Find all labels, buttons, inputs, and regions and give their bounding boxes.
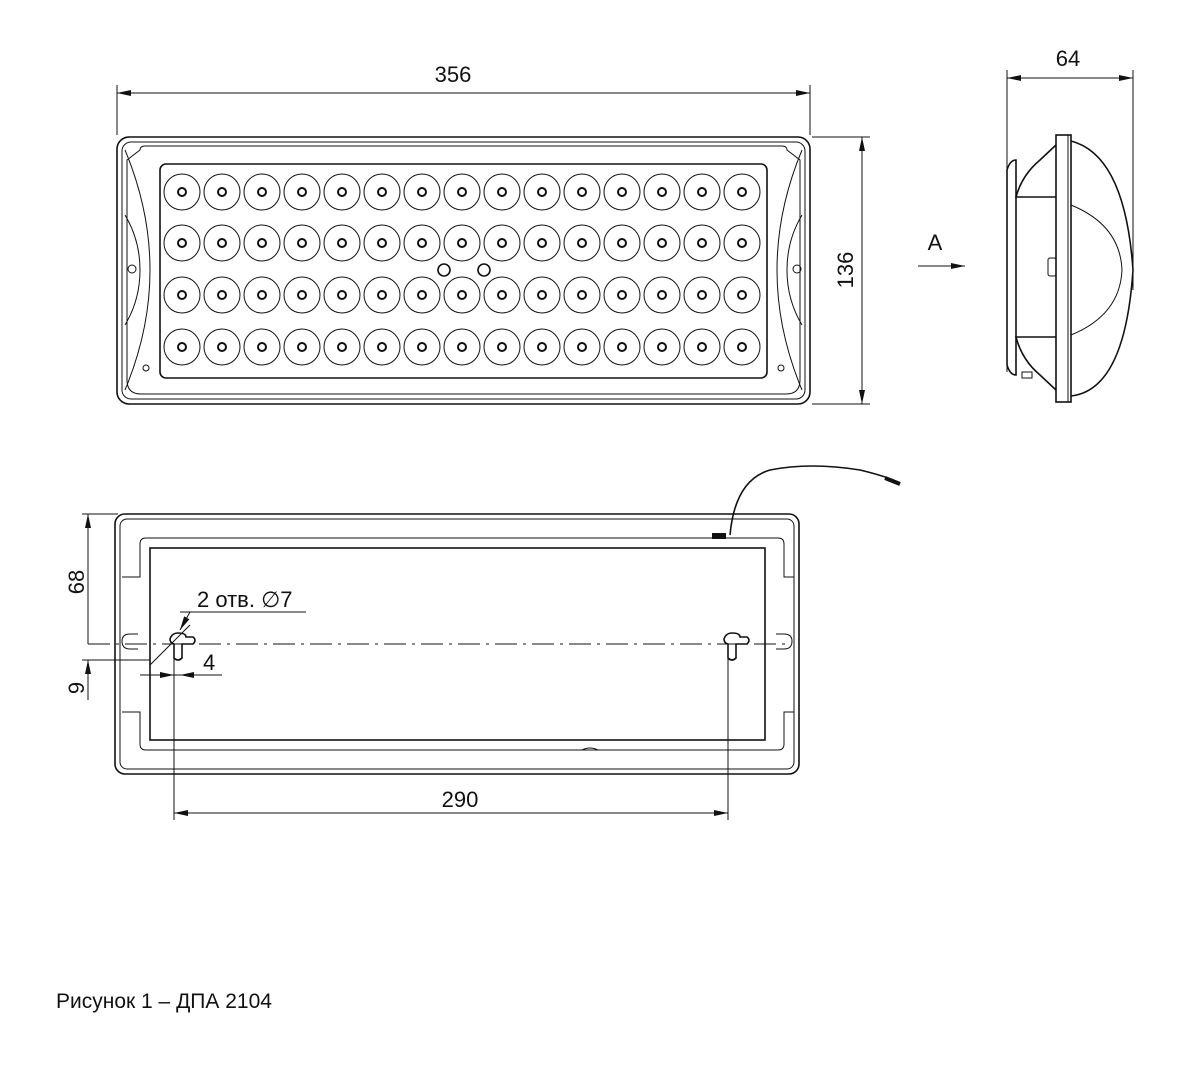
- led-icon: [323, 224, 361, 262]
- holes-note: 2 отв. ∅7: [197, 587, 293, 612]
- led-icon: [483, 328, 521, 366]
- led-icon: [523, 173, 561, 211]
- led-icon: [443, 276, 481, 314]
- led-icon: [363, 173, 401, 211]
- side-frame: [1055, 134, 1072, 403]
- slot-offset-dimension: 9: [64, 682, 89, 694]
- led-icon: [563, 173, 601, 211]
- led-icon: [523, 224, 561, 262]
- led-icon: [243, 276, 281, 314]
- housing-outline: [116, 136, 811, 405]
- led-icon: [203, 173, 241, 211]
- led-icon: [203, 328, 241, 366]
- led-icon: [163, 173, 201, 211]
- led-array: [163, 173, 761, 366]
- led-icon: [683, 224, 721, 262]
- led-icon: [563, 224, 601, 262]
- led-icon: [323, 328, 361, 366]
- led-icon: [363, 224, 401, 262]
- led-icon: [723, 328, 761, 366]
- led-icon: [203, 224, 241, 262]
- led-icon: [723, 276, 761, 314]
- led-icon: [683, 276, 721, 314]
- led-icon: [643, 276, 681, 314]
- led-icon: [483, 276, 521, 314]
- figure-caption: Рисунок 1 – ДПА 2104: [56, 990, 272, 1013]
- led-icon: [443, 173, 481, 211]
- led-icon: [283, 224, 321, 262]
- led-icon: [643, 224, 681, 262]
- back-view: 68 9 2 отв. ∅7 4 290: [64, 465, 901, 820]
- led-icon: [683, 173, 721, 211]
- led-icon: [603, 224, 641, 262]
- led-icon: [603, 276, 641, 314]
- diffuser-outline: [1070, 140, 1134, 397]
- led-icon: [363, 276, 401, 314]
- led-icon: [403, 224, 441, 262]
- led-icon: [363, 328, 401, 366]
- led-panel: [159, 163, 768, 379]
- slot-width-dimension: 4: [203, 650, 215, 675]
- top-offset-dimension: 68: [64, 570, 89, 594]
- power-cable: [729, 465, 899, 536]
- led-icon: [163, 328, 201, 366]
- led-icon: [443, 224, 481, 262]
- indicator-icon: [477, 263, 491, 277]
- led-icon: [563, 328, 601, 366]
- led-icon: [243, 328, 281, 366]
- led-icon: [723, 224, 761, 262]
- led-icon: [603, 173, 641, 211]
- led-icon: [523, 276, 561, 314]
- mount-spacing-dimension: 290: [442, 787, 479, 812]
- depth-dimension: 64: [1056, 46, 1080, 71]
- led-icon: [723, 173, 761, 211]
- led-icon: [683, 328, 721, 366]
- led-icon: [403, 173, 441, 211]
- led-icon: [163, 224, 201, 262]
- led-icon: [403, 276, 441, 314]
- led-icon: [483, 173, 521, 211]
- led-icon: [523, 328, 561, 366]
- led-icon: [243, 224, 281, 262]
- sensor-icon: [437, 263, 451, 277]
- led-icon: [283, 173, 321, 211]
- led-icon: [283, 328, 321, 366]
- side-view: 64: [1006, 46, 1134, 403]
- view-a-label: A: [928, 230, 943, 255]
- height-dimension: 136: [833, 252, 858, 289]
- back-housing: [114, 513, 800, 775]
- led-icon: [323, 276, 361, 314]
- led-icon: [163, 276, 201, 314]
- front-view: 356 136 A: [116, 62, 965, 405]
- led-icon: [603, 328, 641, 366]
- led-icon: [443, 328, 481, 366]
- led-icon: [323, 173, 361, 211]
- led-icon: [643, 328, 681, 366]
- led-icon: [563, 276, 601, 314]
- led-icon: [243, 173, 281, 211]
- led-icon: [483, 224, 521, 262]
- led-icon: [643, 173, 681, 211]
- led-icon: [203, 276, 241, 314]
- width-dimension: 356: [435, 62, 472, 87]
- led-icon: [403, 328, 441, 366]
- led-icon: [283, 276, 321, 314]
